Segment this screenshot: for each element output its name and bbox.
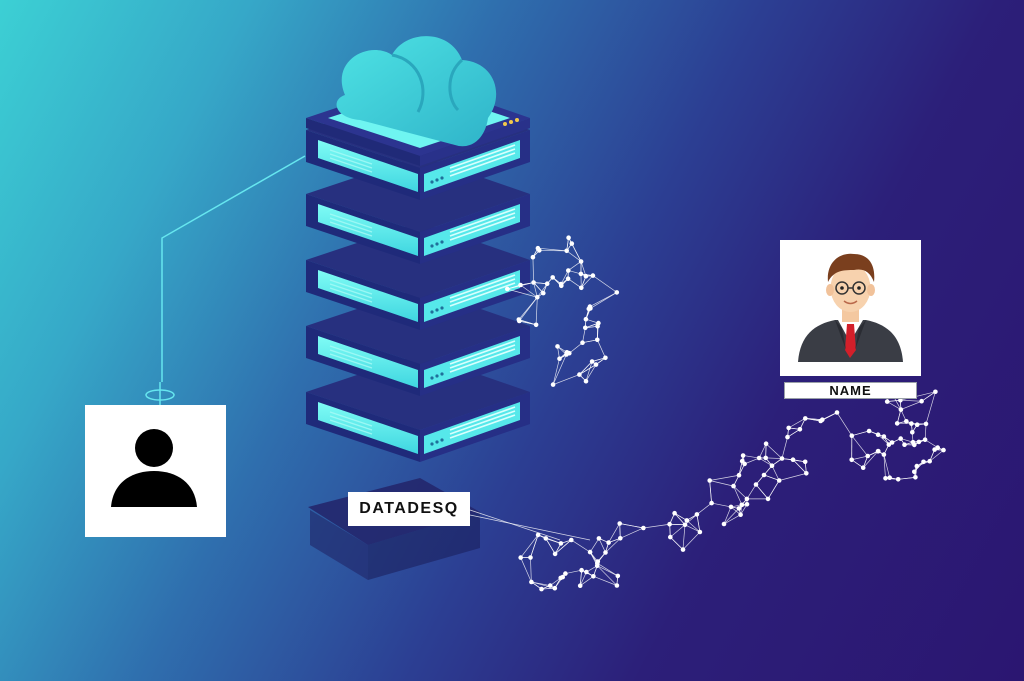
- cloud-icon: [336, 36, 497, 147]
- server-label: DATADESQ: [348, 492, 470, 526]
- polygon-network-hand-icon: [469, 235, 946, 592]
- connector-line: [145, 155, 306, 405]
- user-silhouette-icon: [111, 429, 197, 507]
- profile-name-label: NAME: [784, 382, 917, 399]
- anonymous-user-card: [85, 405, 226, 537]
- businessman-avatar-icon: [798, 253, 903, 362]
- profile-card: [780, 240, 921, 376]
- network-nodes: [505, 235, 946, 592]
- server-rack-icon: [306, 80, 530, 462]
